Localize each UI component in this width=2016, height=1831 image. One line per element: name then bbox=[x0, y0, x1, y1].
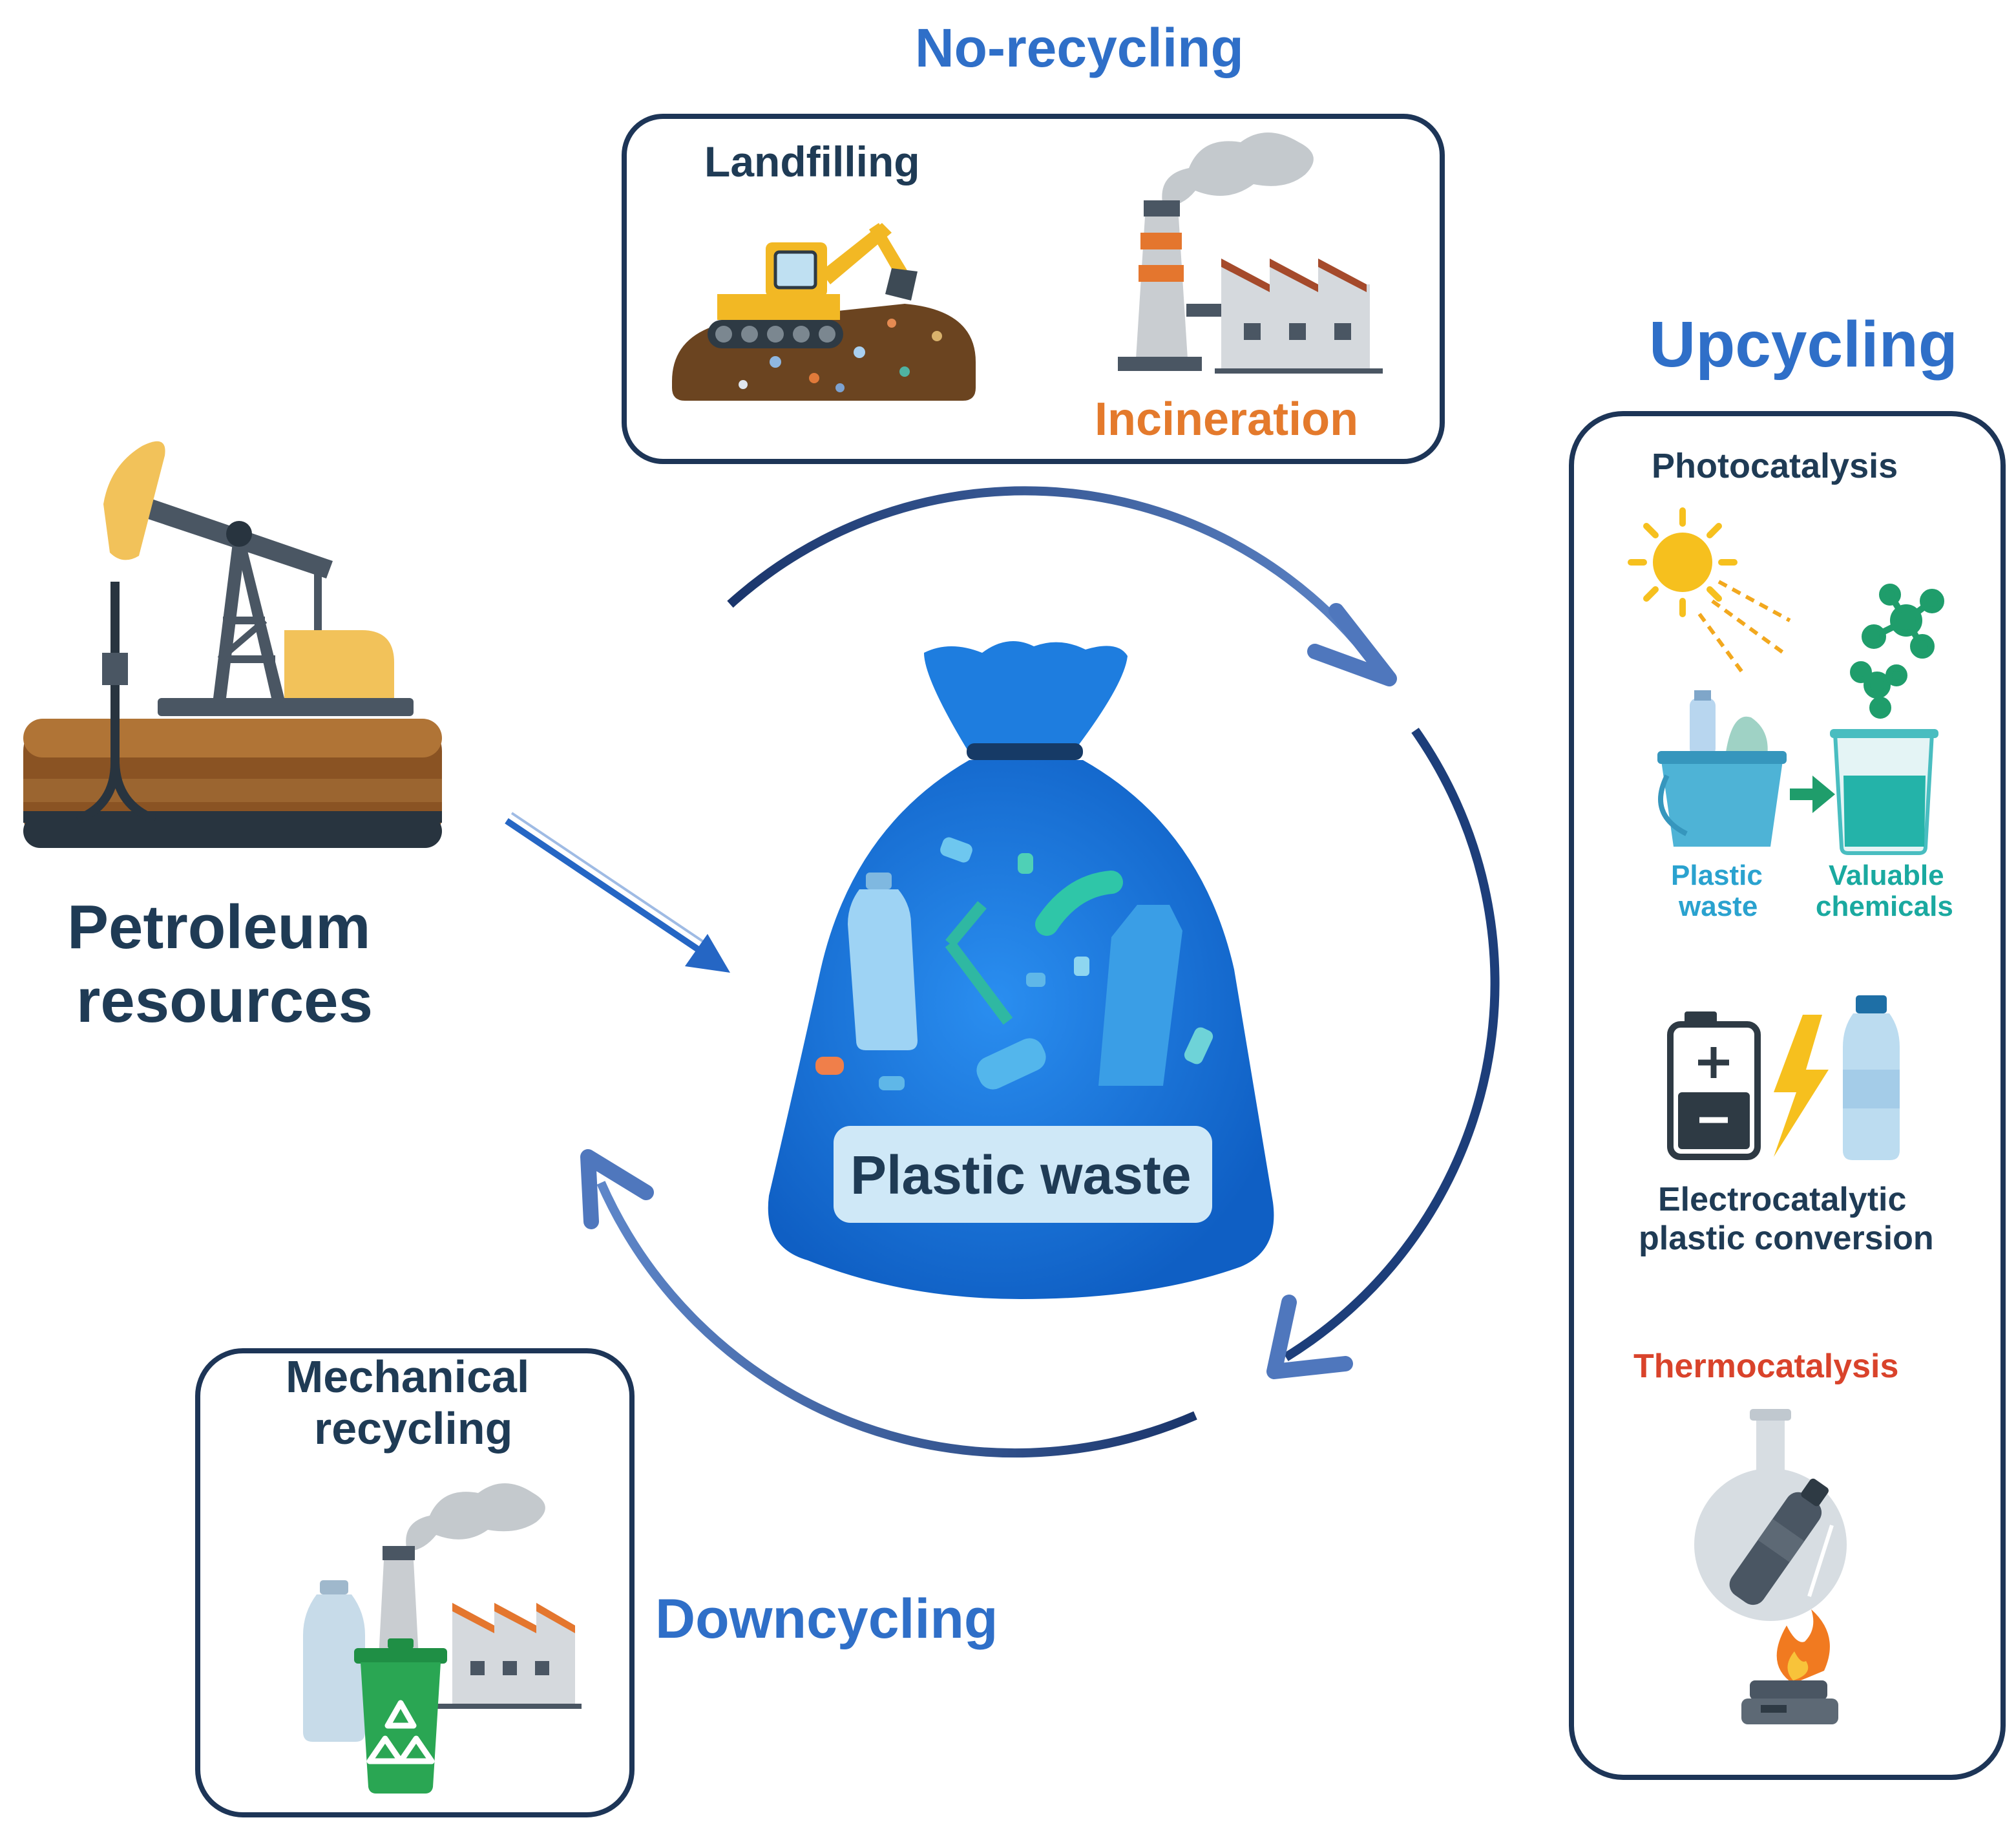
cycle-arrow-top bbox=[727, 486, 1397, 686]
recycling-factory-icon bbox=[303, 1483, 582, 1794]
incineration-label: Incineration bbox=[1095, 394, 1359, 445]
thermocatalysis-label: Thermocatalysis bbox=[1633, 1348, 1899, 1385]
no-recycling-heading: No-recycling bbox=[915, 17, 1244, 78]
petroleum-label-line2: resources bbox=[76, 966, 373, 1035]
landfilling-label: Landfilling bbox=[704, 138, 920, 185]
petroleum-label-line1: Petroleum bbox=[67, 893, 371, 962]
flask-burner-icon bbox=[1694, 1409, 1847, 1724]
incinerator-factory-icon bbox=[1118, 132, 1383, 374]
sun-photocatalysis-icon bbox=[1628, 507, 1944, 855]
plastic-waste-label: Plastic waste bbox=[850, 1145, 1192, 1205]
excavator-landfill-icon bbox=[672, 223, 976, 401]
cycle-arrow-bottom bbox=[580, 1149, 1197, 1458]
electrocatalysis-label-line1: Electrocatalytic bbox=[1658, 1181, 1907, 1218]
oil-pumpjack-icon bbox=[23, 441, 442, 848]
photocatalysis-label: Photocatalysis bbox=[1652, 447, 1898, 485]
plastic-bag-icon bbox=[768, 641, 1274, 1299]
mechanical-recycling-label-line1: Mechanical bbox=[286, 1351, 530, 1402]
photocatalysis-output-label-line1: Valuable bbox=[1829, 860, 1944, 891]
photocatalysis-output-label-line2: chemicals bbox=[1816, 891, 1953, 922]
photocatalysis-input-label-line2: waste bbox=[1679, 891, 1758, 922]
mechanical-recycling-label-line2: recycling bbox=[314, 1403, 513, 1454]
photocatalysis-input-label-line1: Plastic bbox=[1671, 860, 1763, 891]
cycle-arrow-right bbox=[1266, 727, 1500, 1379]
petroleum-to-waste-arrow bbox=[505, 812, 730, 973]
downcycling-heading: Downcycling bbox=[655, 1588, 998, 1650]
electrocatalysis-label-line2: plastic conversion bbox=[1639, 1220, 1934, 1257]
battery-lightning-icon bbox=[1667, 995, 1900, 1160]
upcycling-heading: Upcycling bbox=[1649, 308, 1958, 381]
